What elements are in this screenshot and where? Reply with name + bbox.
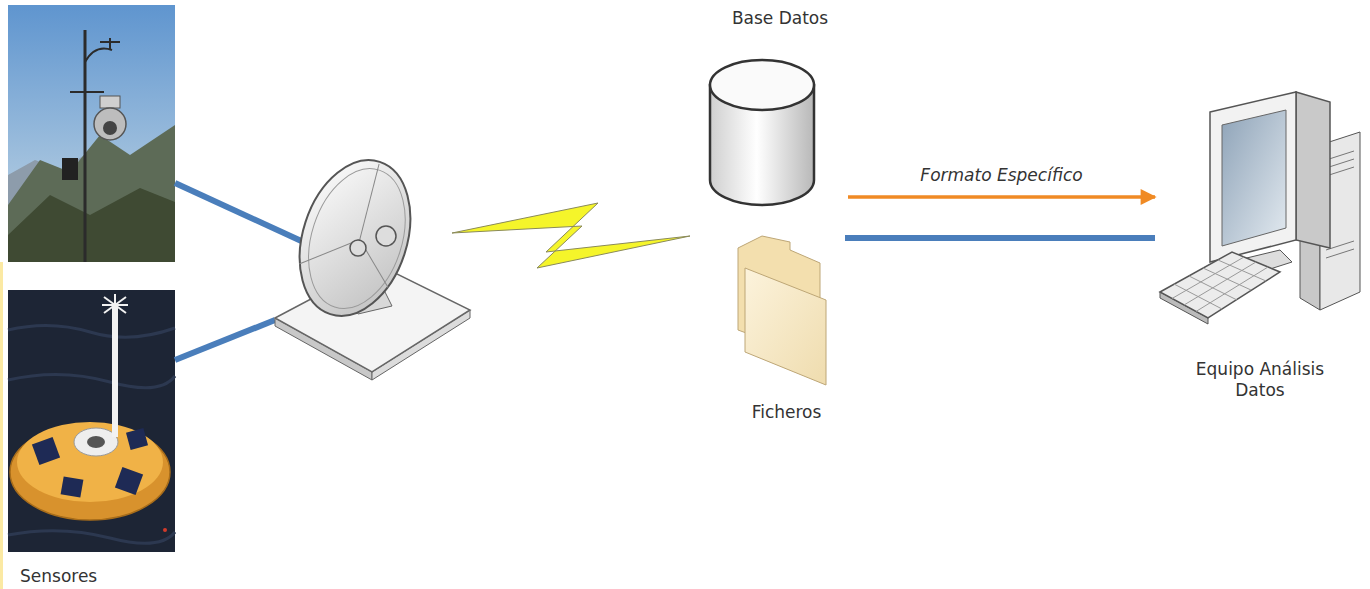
buoy-photo	[8, 290, 175, 552]
database-cylinder	[710, 60, 814, 205]
computer-icon	[1160, 252, 1280, 318]
buoy-photo	[8, 290, 175, 552]
buoy-photo	[32, 437, 60, 465]
buoy-photo	[61, 476, 84, 497]
buoy-photo	[8, 531, 175, 544]
buoy-photo	[74, 428, 118, 456]
edge-label: Formato Específico	[920, 165, 1082, 185]
folder-icon	[738, 236, 826, 385]
edge-strip	[0, 262, 3, 589]
buoy-photo	[112, 305, 118, 437]
weather-station-photo	[109, 38, 111, 50]
node-label: Ficheros	[752, 402, 822, 422]
satellite-dish	[348, 240, 399, 288]
computer-icon	[1174, 284, 1222, 309]
sensor-link	[175, 320, 275, 360]
buoy-photo	[163, 528, 167, 532]
weather-station-photo	[8, 5, 175, 262]
weather-station-photo	[70, 91, 104, 93]
computer-icon	[1222, 110, 1286, 246]
node-label: Base Datos	[732, 8, 828, 28]
weather-station-photo	[8, 5, 175, 262]
computer-icon	[1296, 92, 1330, 248]
buoy-photo	[17, 422, 163, 502]
database-cylinder	[710, 60, 814, 110]
satellite-dish	[350, 240, 366, 256]
computer-icon	[1210, 92, 1296, 262]
wireless-bolt	[452, 203, 690, 268]
computer-node: Equipo Análisis Datos	[1155, 85, 1365, 400]
node-label: Equipo Análisis Datos	[1178, 359, 1343, 400]
buoy-photo	[114, 294, 116, 316]
computer-icon	[1196, 267, 1268, 312]
computer-icon	[1189, 276, 1237, 300]
buoy-photo	[115, 467, 143, 495]
buoy-photo	[8, 325, 175, 337]
folder-node: Ficheros	[728, 232, 845, 422]
weather-station-photo	[85, 49, 112, 63]
computer-icon	[1218, 260, 1266, 281]
satellite-dish	[281, 146, 429, 330]
computer-icon	[1184, 262, 1256, 305]
weather-station-photo	[94, 108, 126, 140]
satellite-dish	[292, 156, 422, 321]
sensor-group: Sensores	[5, 3, 180, 586]
weather-station-photo	[8, 188, 175, 262]
weather-station-photo	[84, 30, 87, 262]
database-node: Base Datos	[712, 8, 848, 208]
weather-station-photo	[100, 96, 120, 108]
buoy-photo	[87, 436, 105, 448]
buoy-photo	[126, 428, 148, 450]
folder-icon	[745, 268, 826, 385]
satellite-dish	[275, 146, 470, 380]
computer-icon	[1160, 92, 1360, 324]
computer-icon	[1326, 249, 1354, 258]
data-link	[845, 235, 1155, 241]
node-label: Sensores	[20, 566, 97, 586]
weather-station-photo	[103, 121, 117, 135]
buoy-photo	[8, 374, 175, 387]
weather-station-photo	[8, 125, 175, 262]
weather-station-photo	[62, 158, 78, 180]
computer-icon	[1172, 257, 1244, 299]
format-arrow	[848, 195, 1155, 199]
satellite-dish	[376, 226, 396, 246]
sensor-link	[175, 183, 310, 245]
satellite-dish	[281, 146, 429, 330]
